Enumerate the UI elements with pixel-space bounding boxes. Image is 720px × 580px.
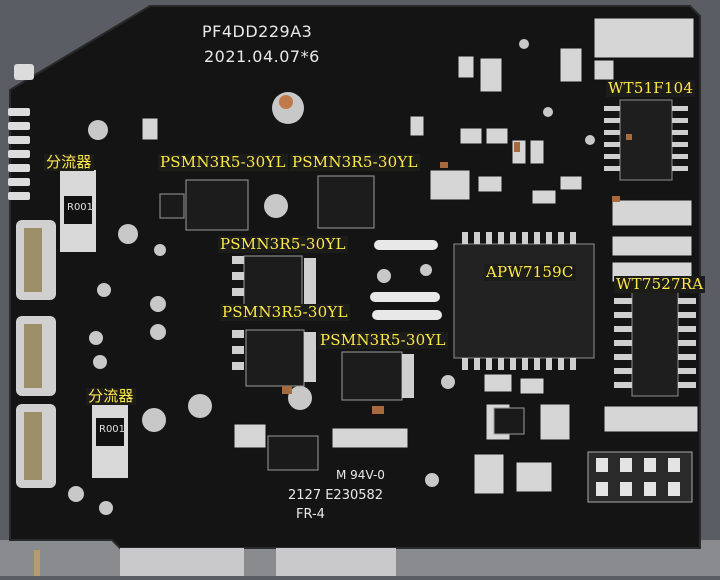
bottom-edge-pads [34, 548, 396, 576]
label-shunt-top: 分流器 [44, 153, 94, 171]
silkscreen-resistor-mark: R001 [67, 202, 94, 213]
mosfet-pads [232, 256, 414, 398]
label-wt51f104: WT51F104 [606, 79, 696, 97]
silkscreen-model: PF4DD229A3 [202, 22, 313, 41]
shunt-resistor-bottom [92, 398, 128, 478]
vias [68, 39, 595, 515]
label-mosfet-5: PSMN3R5-30YL [318, 331, 448, 349]
battery-terminals [16, 220, 56, 488]
label-apw7159c: APW7159C [484, 263, 576, 281]
apw7159c-ic [453, 243, 595, 359]
copper-slots [370, 240, 442, 320]
apw7159c-pins [462, 232, 576, 370]
capacitors [282, 134, 632, 414]
label-mosfet-2: PSMN3R5-30YL [290, 153, 420, 171]
silkscreen-date-code: 2127 E230582 [288, 488, 384, 503]
label-mosfet-3: PSMN3R5-30YL [218, 235, 348, 253]
label-shunt-bottom: 分流器 [86, 387, 136, 405]
wt7527ra-ic [631, 291, 679, 397]
header-pins [587, 451, 693, 503]
silkscreen-date: 2021.04.07*6 [204, 47, 320, 66]
left-connector-pins [8, 64, 34, 200]
wt7527ra-pins [614, 298, 696, 388]
label-mosfet-4: PSMN3R5-30YL [220, 303, 350, 321]
label-mosfet-1: PSMN3R5-30YL [158, 153, 288, 171]
small-ics [159, 193, 525, 471]
label-wt7527ra: WT7527RA [614, 275, 706, 293]
silkscreen-material: FR-4 [296, 507, 325, 522]
wt51f104-pins [604, 106, 688, 171]
silkscreen-ul-mark: M 94V-0 [336, 468, 385, 482]
silkscreen-resistor-mark-2: R001 [99, 424, 126, 435]
shunt-resistor-top [60, 170, 96, 252]
